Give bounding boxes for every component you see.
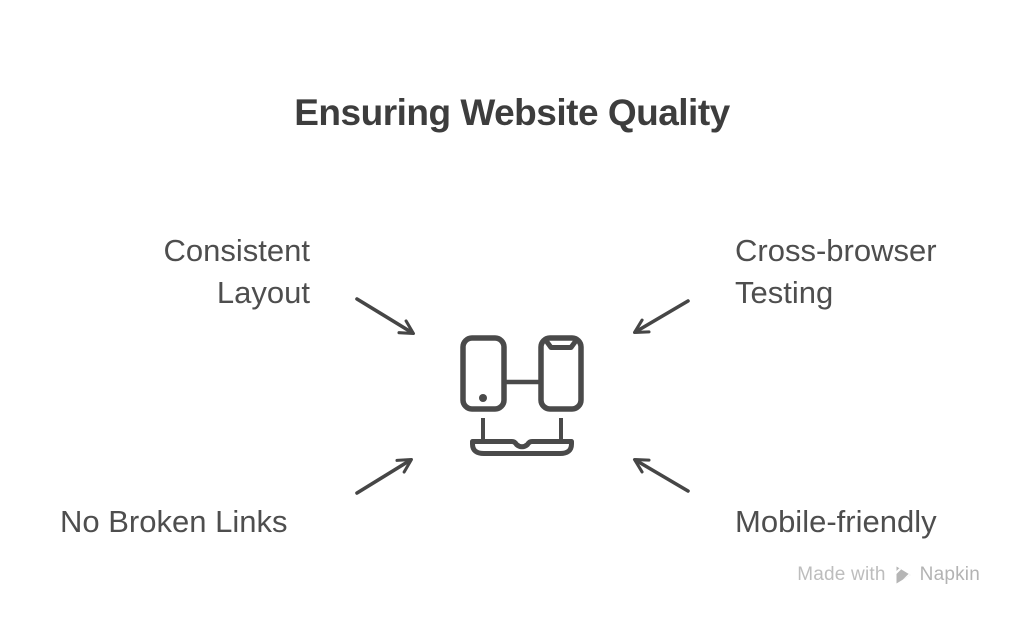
label-consistent-layout: Consistent Layout [163,233,310,310]
arrow-top-left [355,297,415,336]
arrow-bottom-left [355,457,413,495]
responsive-devices-icon [460,335,584,456]
label-no-broken-links: No Broken Links [60,504,288,539]
arrow-bottom-right [632,458,690,493]
napkin-watermark: Made with Napkin [797,562,980,588]
watermark-brand-text: Napkin [919,564,980,585]
napkin-logo-icon [896,566,911,584]
label-cross-browser-testing: Cross-browser Testing [735,233,937,310]
arrow-top-right [632,299,690,334]
watermark-made-with-text: Made with [797,564,886,585]
label-mobile-friendly: Mobile-friendly [735,504,937,539]
page-title: Ensuring Website Quality [294,92,730,133]
